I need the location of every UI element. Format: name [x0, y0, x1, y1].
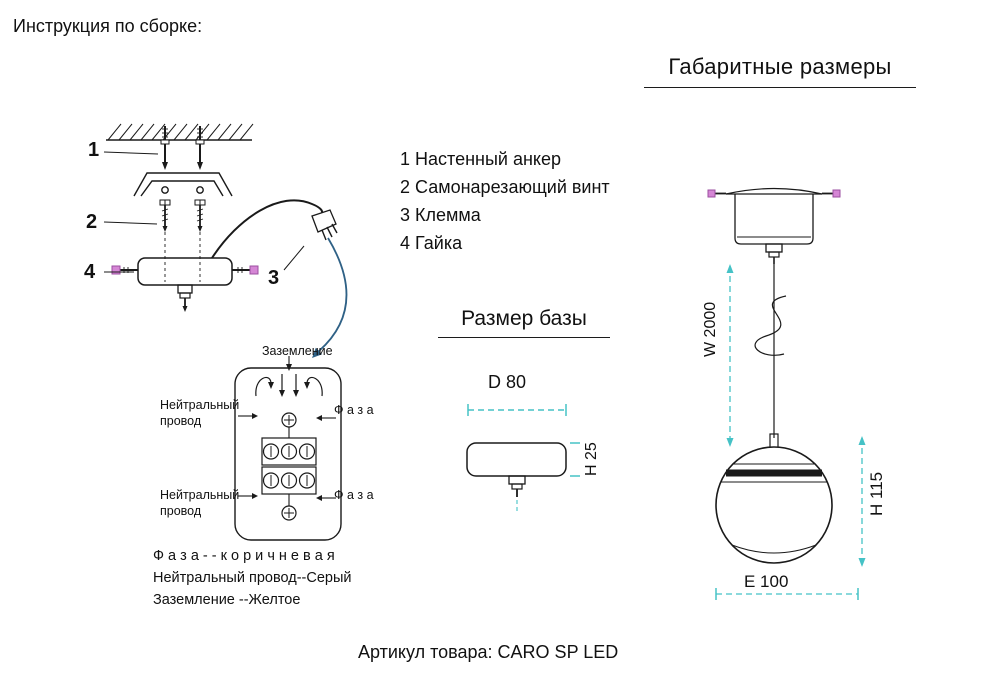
phase-label-top: Ф а з а [334, 403, 374, 417]
canopy-screw-right [822, 189, 841, 198]
wire-label-arrows [238, 413, 336, 501]
ground-label: Заземление [262, 344, 333, 358]
callout-leader-3 [283, 245, 305, 271]
base-height-dimension [570, 442, 580, 477]
legend-phase: Ф а з а - - к о р и ч н е в а я [153, 548, 335, 564]
lamp-height-label: H 115 [867, 471, 886, 517]
wire-color-legend: Ф а з а - - к о р и ч н е в а я Нейтраль… [153, 545, 351, 611]
neutral-wire-label-top: Нейтральный провод [160, 398, 240, 428]
mounting-bracket [133, 172, 233, 197]
lamp-height-dimension [858, 436, 866, 567]
parts-list-item-4: 4 Гайка [400, 233, 463, 253]
wall-anchor-right [195, 126, 205, 170]
base-outline [466, 442, 567, 497]
callout-1: 1 [88, 139, 100, 161]
ceiling-hatch [106, 123, 254, 141]
wire-length-label: W 2000 [702, 301, 719, 357]
callout-leader-1 [103, 151, 159, 155]
centerlines [164, 232, 201, 282]
side-screw-right [232, 265, 259, 275]
base-diameter-dimension [467, 404, 567, 416]
parts-list-item-2: 2 Самонарезающий винт [400, 177, 610, 197]
side-screw-left [111, 265, 138, 275]
lamp-width-label: E 100 [744, 572, 789, 591]
assembly-instruction-note: Инструкция по сборке: [13, 16, 203, 36]
product-article: Артикул товара: CARO SP LED [358, 642, 619, 662]
callout-leader-2 [103, 221, 158, 225]
lamp-sphere [715, 433, 833, 564]
power-cable [211, 199, 324, 259]
canopy-screw-left [707, 189, 726, 198]
lamp-width-dimension [715, 588, 859, 600]
canopy [725, 187, 823, 264]
phase-label-bottom: Ф а з а [334, 488, 374, 502]
wire-length-dimension [726, 264, 734, 447]
terminal-block [261, 412, 317, 521]
self-tapping-screw-right [194, 199, 206, 232]
base-size-title: Размер базы [438, 307, 610, 338]
base-size-drawing [466, 404, 580, 514]
terminal-connector [311, 209, 338, 241]
ground-wires [255, 374, 323, 397]
parts-list: 1 Настенный анкер 2 Самонарезающий винт … [400, 145, 610, 257]
base-plate [137, 257, 233, 312]
legend-neutral: Нейтральный провод--Серый [153, 570, 352, 586]
legend-ground: Заземление --Желтое [153, 592, 301, 608]
parts-list-item-1: 1 Настенный анкер [400, 149, 561, 169]
wire-break-squiggle [754, 295, 787, 356]
wall-anchor-left [160, 126, 170, 170]
callout-3: 3 [268, 267, 280, 289]
callout-4: 4 [84, 261, 96, 283]
self-tapping-screw-left [159, 199, 171, 232]
detail-arrow [312, 237, 348, 358]
ground-arrow [286, 356, 292, 371]
pendant-lamp-drawing [707, 187, 866, 600]
neutral-wire-label-bottom: Нейтральный провод [160, 488, 240, 518]
base-diameter-label: D 80 [488, 372, 527, 392]
assembly-diagram [103, 123, 348, 541]
base-height-label: H 25 [583, 442, 600, 476]
callout-2: 2 [86, 211, 98, 233]
overall-dimensions-title: Габаритные размеры [644, 54, 916, 88]
parts-list-item-3: 3 Клемма [400, 205, 481, 225]
